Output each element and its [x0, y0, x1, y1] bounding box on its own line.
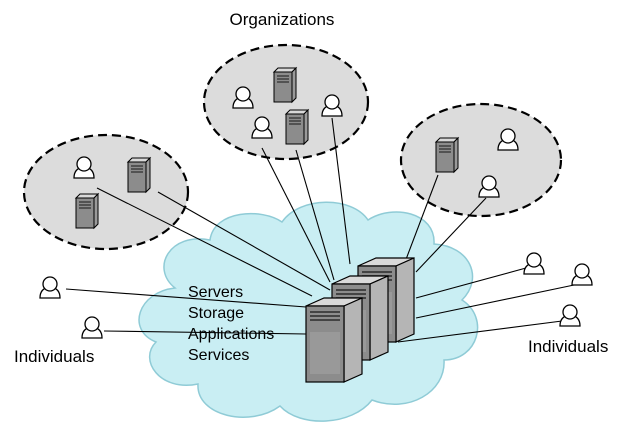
cloud-item-applications: Applications [188, 326, 274, 343]
individuals-left-label: Individuals [14, 347, 94, 366]
cloud-item-servers: Servers [188, 284, 243, 301]
server-icon [75, 193, 99, 229]
organizations-label: Organizations [230, 10, 335, 29]
individuals-right-label: Individuals [528, 337, 608, 356]
cloud-item-storage: Storage [188, 305, 244, 322]
server-icon [435, 137, 459, 173]
org-group-right [399, 102, 563, 218]
person-icon [571, 263, 593, 286]
server-icon [127, 157, 151, 193]
person-icon [81, 316, 103, 339]
server-icon [305, 297, 363, 383]
person-icon [39, 276, 61, 299]
connection-lines [65, 117, 575, 343]
server-icon [273, 67, 297, 103]
person-icon [559, 304, 581, 327]
cloud-item-services: Services [188, 347, 249, 364]
server-icon [285, 109, 309, 145]
person-icon [523, 252, 545, 275]
